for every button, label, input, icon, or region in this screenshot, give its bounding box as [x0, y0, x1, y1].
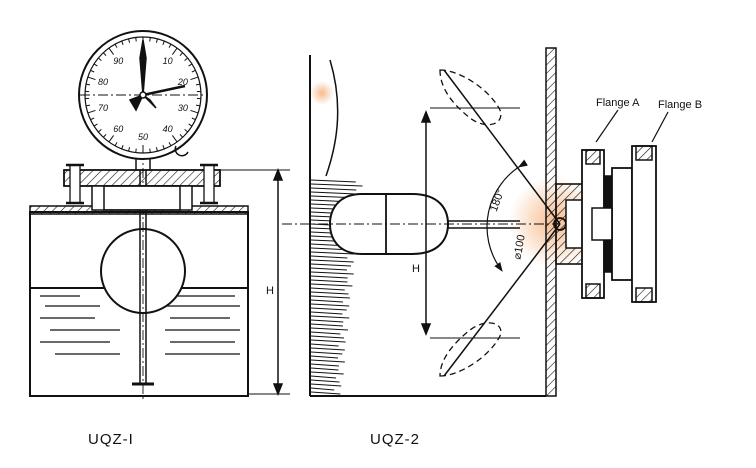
right-caption: UQZ-2 [370, 431, 420, 448]
diameter-label: ⌀100 [512, 234, 528, 261]
dial-number: 20 [177, 77, 188, 87]
mounting-flange [63, 169, 221, 187]
dial-number: 10 [163, 56, 173, 66]
left-height-label: H [266, 285, 274, 297]
dial-number: 80 [98, 77, 108, 87]
flange-b-leader [651, 111, 669, 143]
dial-numbers: 0 10 20 30 40 50 60 70 80 90 [98, 48, 188, 142]
flange-b-outer [631, 145, 657, 303]
vessel-neck [325, 59, 339, 177]
uqz-1-figure [29, 30, 290, 400]
glow-spot-1 [310, 81, 334, 105]
dial-number: 30 [178, 103, 188, 113]
flange-bolts [66, 163, 218, 205]
right-height-label: H [412, 263, 420, 275]
dial-number: 0 [140, 48, 145, 58]
float-body [328, 193, 450, 255]
dial-number: 40 [163, 124, 173, 134]
left-caption: UQZ-I [88, 431, 134, 448]
uqz-2-figure [282, 47, 669, 397]
angle-arc [486, 159, 528, 272]
ghost-float-upper [439, 69, 502, 126]
dial-knob [174, 145, 189, 157]
dial-number: 70 [98, 103, 108, 113]
dial-needle-2 [142, 84, 186, 97]
flange-a-leader [595, 109, 619, 143]
swing-upper [443, 69, 561, 225]
dial-number: 60 [113, 124, 123, 134]
dial-number: 90 [113, 56, 123, 66]
flange-b-plate [611, 167, 633, 281]
swing-lower [443, 223, 561, 377]
dial-needle [139, 39, 147, 96]
liquid-surface-lines [30, 287, 248, 355]
flange-b-label: Flange B [658, 99, 702, 111]
dial-hub [128, 93, 145, 112]
flange-a-label: Flange A [596, 97, 640, 109]
ghost-float-lower [439, 322, 502, 377]
dial-number: 50 [138, 132, 148, 142]
angle-label: 180° [488, 188, 507, 213]
